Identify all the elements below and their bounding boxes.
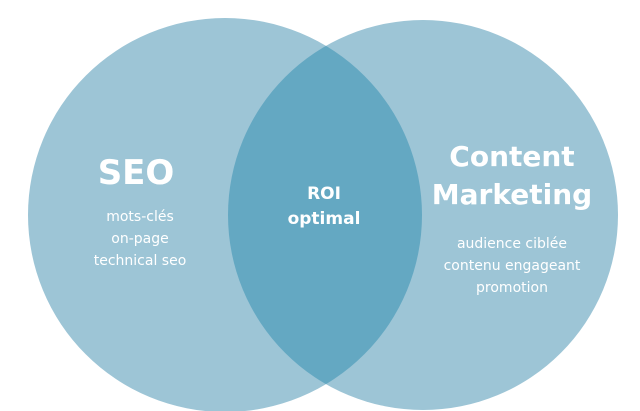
seo-item: on-page bbox=[111, 231, 168, 247]
seo-title: SEO bbox=[98, 153, 175, 193]
content-marketing-item: audience ciblée bbox=[457, 236, 567, 252]
intersection-label-line1: ROI bbox=[307, 184, 341, 204]
content-marketing-item: contenu engageant bbox=[444, 258, 581, 274]
intersection-label-line2: optimal bbox=[288, 209, 361, 229]
content-marketing-title-line1: Content bbox=[449, 140, 574, 173]
seo-item: mots-clés bbox=[106, 209, 174, 225]
seo-item: technical seo bbox=[94, 253, 187, 269]
overlap-region bbox=[228, 20, 422, 410]
content-marketing-item: promotion bbox=[476, 280, 548, 296]
content-marketing-title-line2: Marketing bbox=[432, 178, 592, 211]
